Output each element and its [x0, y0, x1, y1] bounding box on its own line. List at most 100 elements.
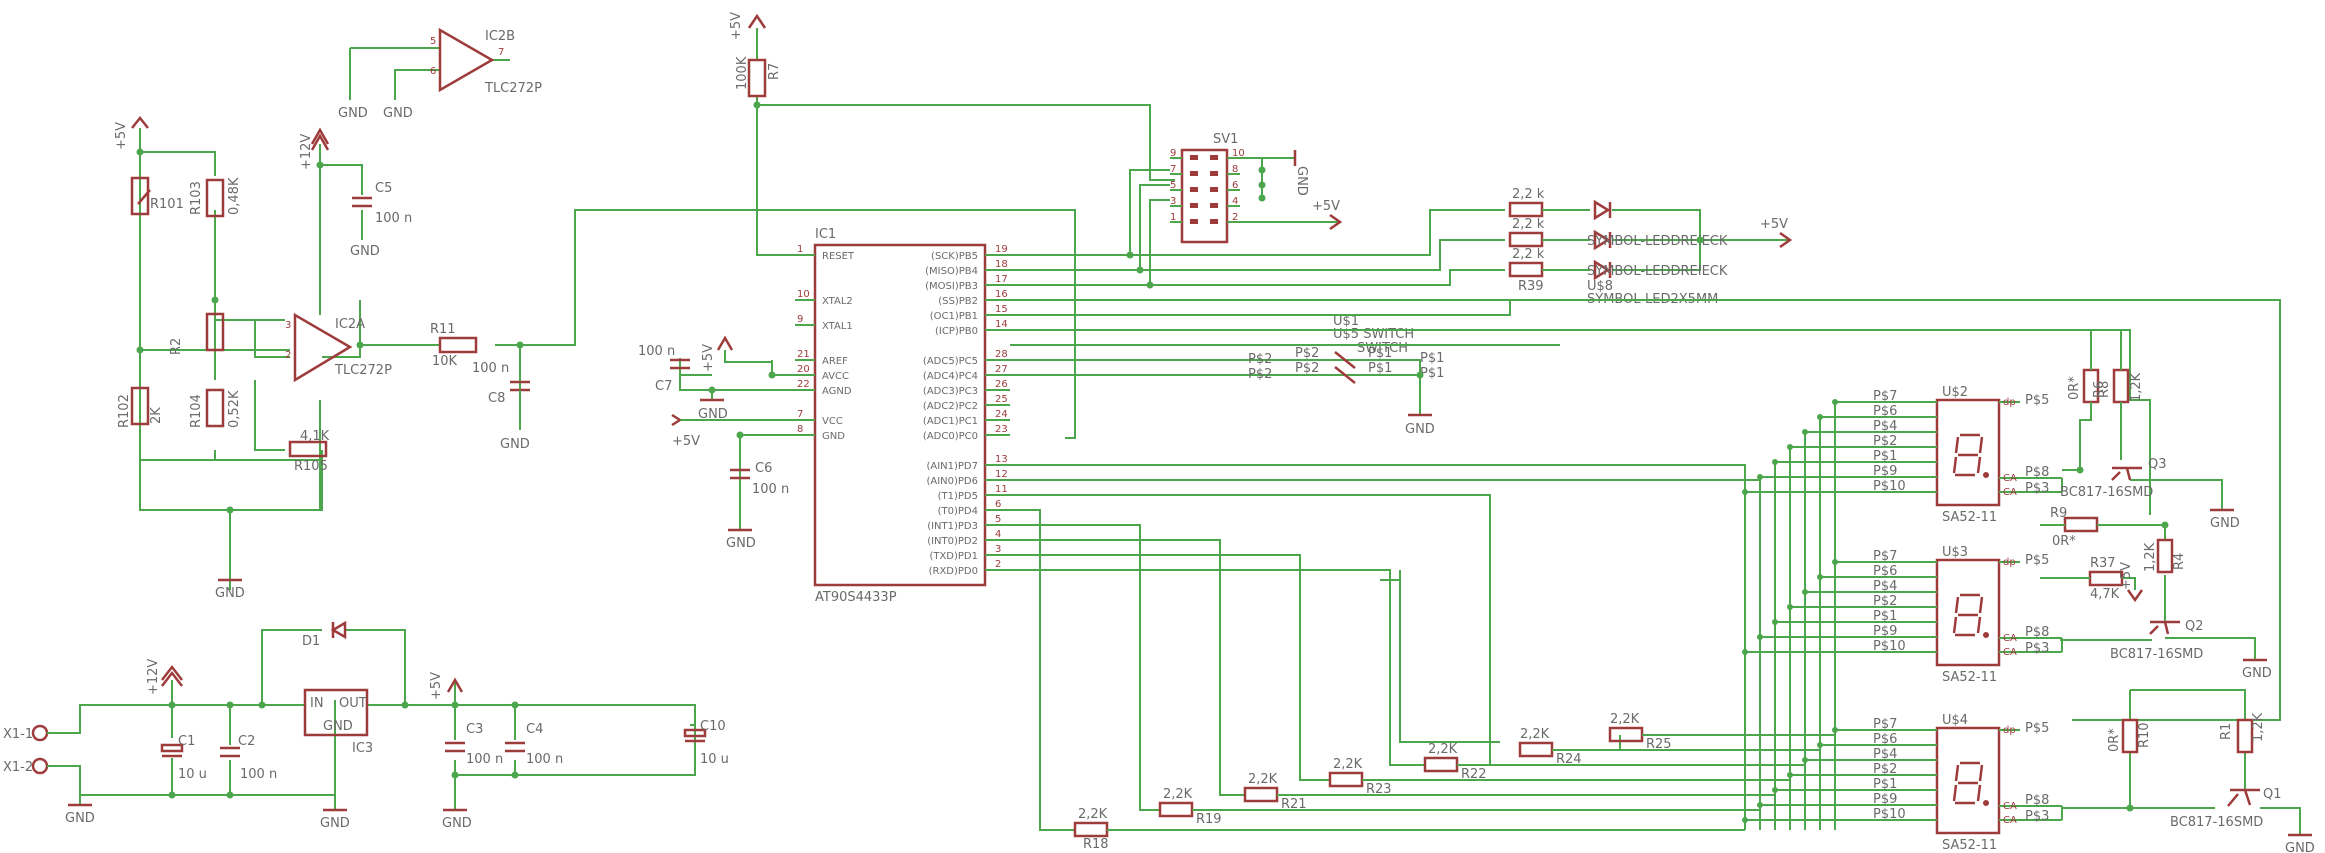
c10-label: C10	[700, 719, 726, 734]
display-pin-p5: P$5	[2025, 553, 2049, 568]
display-pin-p5: P$5	[2025, 721, 2049, 736]
ic1-pin-number: 12	[995, 469, 1008, 480]
display-pin-label: P$7	[1873, 549, 1897, 564]
c1-value: 10 u	[178, 767, 207, 782]
digit-glyph	[1952, 433, 1984, 477]
sv1-pin-right: 2	[1232, 212, 1238, 223]
ic1-pin-name: (ADC0)PC0	[923, 431, 978, 442]
ic1-pin-name: AGND	[822, 386, 852, 397]
r19-label: R19	[1196, 812, 1222, 827]
r4-value: 1,2K	[2143, 542, 2158, 572]
ic2b-label: IC2B	[485, 29, 515, 44]
ic1-pin-number: 11	[995, 484, 1008, 495]
c2-value: 100 n	[240, 767, 277, 782]
sv1-label: SV1	[1213, 132, 1238, 147]
c7-value: 100 n	[638, 344, 675, 359]
sw-pin-p2d: P$2	[1295, 361, 1319, 376]
led-r1-value: 2,2 k	[1512, 187, 1545, 202]
sw-pin-p2b: P$2	[1248, 367, 1272, 382]
display-pin-label: P$7	[1873, 389, 1897, 404]
ic1-pin-number: 4	[995, 529, 1001, 540]
sv1-pin-right: 6	[1232, 180, 1238, 191]
r1-value: 1,2K	[2251, 712, 2266, 742]
ic1-pin-name: (TXD)PD1	[929, 551, 978, 562]
p5v-label: +5V	[429, 672, 444, 700]
sw-pin-p1b: P$1	[1368, 361, 1392, 376]
c8-value: 100 n	[472, 361, 509, 376]
display-pin-label: P$9	[1873, 792, 1897, 807]
switch-ref-a: U$1	[1333, 314, 1359, 329]
ic1-pin-name: (INT0)PD2	[927, 536, 978, 547]
display-pin-label: P$9	[1873, 464, 1897, 479]
r8-value: 1,2K	[2129, 372, 2144, 402]
p12v-label: +12V	[299, 134, 314, 170]
ic1-pin-name: RESET	[822, 251, 855, 262]
display-ca: CA	[2003, 647, 2017, 658]
display-pin-label: P$4	[1873, 419, 1897, 434]
r4-label: R4	[2172, 553, 2187, 570]
led-r2-value: 2,2 k	[1512, 217, 1545, 232]
r18-label: R18	[1083, 837, 1109, 852]
display-dp: dp	[2003, 397, 2016, 408]
display-value: SA52-11	[1942, 670, 1997, 685]
r24-label: R24	[1556, 752, 1582, 767]
gnd-label: GND	[2242, 666, 2272, 681]
ic1-pin-number: 9	[797, 314, 803, 325]
r8-label: R8	[2097, 381, 2112, 398]
display-ca: CA	[2003, 633, 2017, 644]
r105-value: 4,1K	[300, 429, 330, 444]
gnd-label: GND	[1405, 422, 1435, 437]
c10-value: 10 u	[700, 752, 729, 767]
r25-value: 2,2K	[1610, 712, 1640, 727]
ic1-body	[813, 243, 987, 587]
x1-2-terminal	[31, 757, 49, 775]
led-r3-value: 2,2 k	[1512, 247, 1545, 262]
q2-label: Q2	[2185, 619, 2204, 634]
r9-value: 0R*	[2052, 534, 2076, 549]
ic1-pin-number: 14	[995, 319, 1008, 330]
ic1-pin-number: 18	[995, 259, 1008, 270]
ic1-pin-number: 6	[995, 499, 1001, 510]
r7-value: 100K	[735, 56, 750, 90]
x1-2-label: X1-2	[3, 760, 33, 775]
c5-value: 100 n	[375, 211, 412, 226]
sv1-pin-right: 10	[1232, 148, 1245, 159]
ic3-out: OUT	[339, 696, 367, 711]
display-value: SA52-11	[1942, 838, 1997, 853]
r103-label: R103	[189, 181, 204, 215]
display-pin-label: P$10	[1873, 639, 1906, 654]
c4-value: 100 n	[526, 752, 563, 767]
c8-label: C8	[488, 391, 505, 406]
sw-pin-p2c: P$2	[1295, 346, 1319, 361]
r11-value: 10K	[432, 354, 458, 369]
sv1-pin-right: 8	[1232, 164, 1238, 175]
ic1-pin-name: (AIN0)PD6	[926, 476, 978, 487]
r23-value: 2,2K	[1333, 757, 1363, 772]
r102-label: R102	[117, 394, 132, 428]
d1-label: D1	[302, 634, 320, 649]
display-pin-label: P$10	[1873, 479, 1906, 494]
ic1-right-pins: (SCK)PB519(MISO)PB418(MOSI)PB317(SS)PB21…	[923, 244, 1010, 577]
segment-resistors: 2,2K R18 2,2K R19 2,2K R21 2,2K R23 2,2K…	[1073, 712, 1835, 852]
display-pin-label: P$6	[1873, 404, 1897, 419]
ic1-pin-number: 24	[995, 409, 1008, 420]
ic1-pin-number: 25	[995, 394, 1008, 405]
gnd-label: GND	[1294, 166, 1309, 196]
r39-label: R39	[1518, 279, 1544, 294]
p5v-label: +5V	[2119, 562, 2134, 590]
ic1-label: IC1	[815, 227, 836, 242]
ic1-pin-number: 21	[797, 349, 810, 360]
switch-u1: U$1 U$5 SWITCH SWITCH P$2 P$2 P$2 P$2 P$…	[1010, 314, 1444, 437]
display-pin-label: P$1	[1873, 777, 1897, 792]
r105-label: R105	[294, 459, 328, 474]
gnd-label: GND	[350, 244, 380, 259]
q3-value: BC817-16SMD	[2060, 485, 2153, 500]
ic1-pin-number: 2	[995, 559, 1001, 570]
display-pin-label: P$9	[1873, 624, 1897, 639]
r104-label: R104	[189, 394, 204, 428]
ic1-pin-number: 23	[995, 424, 1008, 435]
ic1-pin-number: 16	[995, 289, 1008, 300]
display-pin-p5: P$5	[2025, 393, 2049, 408]
svg-text:3: 3	[285, 320, 291, 331]
